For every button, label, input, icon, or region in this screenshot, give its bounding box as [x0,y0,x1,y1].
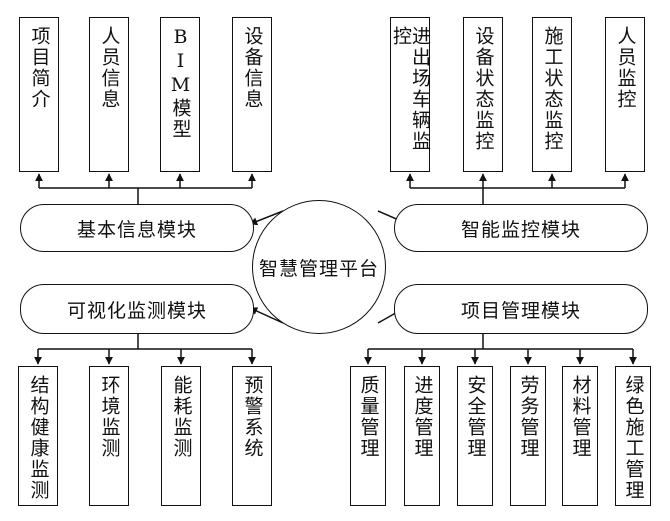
item-personnel-info: 人员信息 [89,17,129,172]
item-environment-monitor: 环境监测 [89,366,129,506]
item-bim-model: BIM模型 [160,17,200,172]
item-equipment-info: 设备信息 [232,17,272,172]
visual-module-connectors [34,334,256,365]
basic-module-connectors [35,173,256,204]
item-warning-system: 预警系统 [232,366,272,506]
module-smart-monitor-label: 智能监控模块 [460,218,581,241]
item-project-intro: 项目简介 [19,17,59,172]
item-energy-monitor: 能耗监测 [161,366,201,506]
smart-module-connectors [406,173,629,204]
item-construction-status-monitor: 施工状态监控 [532,17,572,172]
project-module-connectors [364,334,637,365]
hub-label: 智慧管理平台 [258,257,379,280]
item-schedule-management: 进度管理 [404,366,440,506]
item-structural-health-monitor: 结构健康监测 [18,366,58,506]
item-labor-management: 劳务管理 [510,366,546,506]
module-visual-monitor: 可视化监测模块 [20,284,254,334]
item-green-construction-management: 绿色施工管理 [615,366,651,506]
item-vehicle-monitor: 进出场车辆监控 [390,17,431,172]
item-safety-management: 安全管理 [457,366,493,506]
item-quality-management: 质量管理 [350,366,386,506]
module-project-management-label: 项目管理模块 [460,299,581,322]
hub-circle: 智慧管理平台 [252,200,386,334]
module-project-management: 项目管理模块 [394,284,648,334]
hub-to-visual-arrow [249,307,284,324]
item-equipment-status-monitor: 设备状态监控 [463,17,503,172]
item-material-management: 材料管理 [562,366,598,506]
module-basic-info: 基本信息模块 [20,204,254,252]
item-personnel-monitor: 人员监控 [605,17,645,172]
module-visual-monitor-label: 可视化监测模块 [66,299,207,322]
module-smart-monitor: 智能监控模块 [394,204,648,252]
module-basic-info-label: 基本信息模块 [76,218,197,241]
